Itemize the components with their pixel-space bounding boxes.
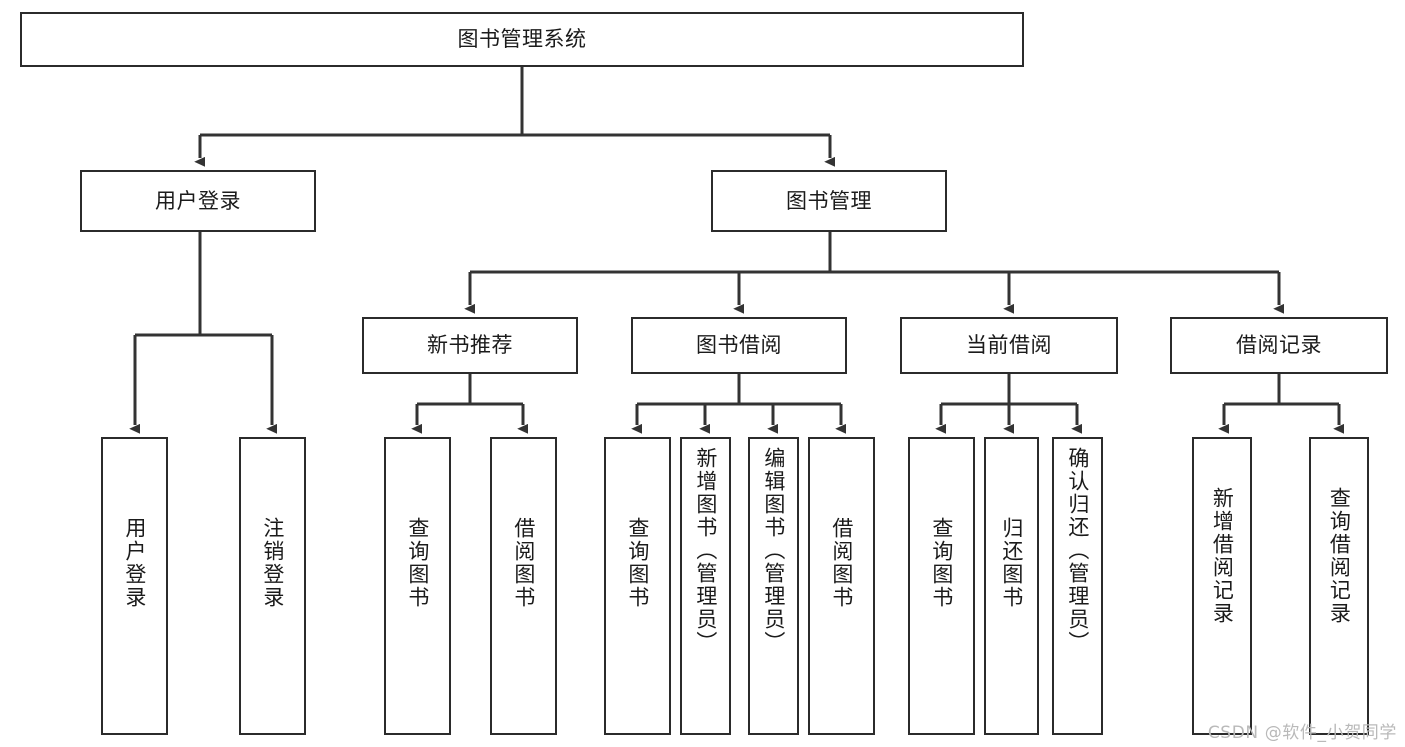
node-book-borrow-label: 图书借阅 xyxy=(696,333,782,358)
watermark: CSDN @软件_小贺同学 xyxy=(1207,723,1397,743)
node-leaf-query-record-label: 查询借阅记录 xyxy=(1327,487,1352,625)
node-book-manage-label: 图书管理 xyxy=(786,188,872,213)
node-current-borrow-label: 当前借阅 xyxy=(966,333,1052,358)
node-leaf-add-record[interactable]: 新增借阅记录 xyxy=(1192,437,1252,735)
node-borrow-record[interactable]: 借阅记录 xyxy=(1170,317,1388,374)
node-leaf-confirm-return-label: 确认归还（管理员） xyxy=(1065,447,1090,654)
node-leaf-query-book-a[interactable]: 查询图书 xyxy=(384,437,451,735)
node-leaf-add-book-label: 新增图书（管理员） xyxy=(693,447,718,654)
node-leaf-confirm-return[interactable]: 确认归还（管理员） xyxy=(1052,437,1103,735)
node-user-login[interactable]: 用户登录 xyxy=(80,170,316,232)
node-user-login-label: 用户登录 xyxy=(155,188,241,213)
node-leaf-logout[interactable]: 注销登录 xyxy=(239,437,306,735)
node-leaf-query-book-a-label: 查询图书 xyxy=(405,517,430,609)
node-leaf-logout-label: 注销登录 xyxy=(260,517,285,609)
node-current-borrow[interactable]: 当前借阅 xyxy=(900,317,1118,374)
node-leaf-borrow-book-a-label: 借阅图书 xyxy=(511,517,536,609)
node-borrow-record-label: 借阅记录 xyxy=(1236,333,1322,358)
node-leaf-query-book-b[interactable]: 查询图书 xyxy=(604,437,671,735)
node-leaf-query-book-c[interactable]: 查询图书 xyxy=(908,437,975,735)
node-root-label: 图书管理系统 xyxy=(457,27,587,52)
node-leaf-edit-book[interactable]: 编辑图书（管理员） xyxy=(748,437,799,735)
node-new-book-recommend[interactable]: 新书推荐 xyxy=(362,317,578,374)
node-new-book-recommend-label: 新书推荐 xyxy=(427,333,513,358)
node-leaf-query-book-b-label: 查询图书 xyxy=(625,517,650,609)
node-leaf-add-book[interactable]: 新增图书（管理员） xyxy=(680,437,731,735)
node-leaf-borrow-book-a[interactable]: 借阅图书 xyxy=(490,437,557,735)
node-leaf-query-record[interactable]: 查询借阅记录 xyxy=(1309,437,1369,735)
node-leaf-return-book-label: 归还图书 xyxy=(999,517,1024,609)
node-leaf-user-login[interactable]: 用户登录 xyxy=(101,437,168,735)
node-book-borrow[interactable]: 图书借阅 xyxy=(631,317,847,374)
node-root[interactable]: 图书管理系统 xyxy=(20,12,1024,67)
node-leaf-borrow-book-b[interactable]: 借阅图书 xyxy=(808,437,875,735)
node-leaf-return-book[interactable]: 归还图书 xyxy=(984,437,1039,735)
node-leaf-edit-book-label: 编辑图书（管理员） xyxy=(761,447,786,654)
node-book-manage[interactable]: 图书管理 xyxy=(711,170,947,232)
node-leaf-add-record-label: 新增借阅记录 xyxy=(1210,487,1235,625)
node-leaf-borrow-book-b-label: 借阅图书 xyxy=(829,517,854,609)
node-leaf-query-book-c-label: 查询图书 xyxy=(929,517,954,609)
node-leaf-user-login-label: 用户登录 xyxy=(122,517,147,609)
